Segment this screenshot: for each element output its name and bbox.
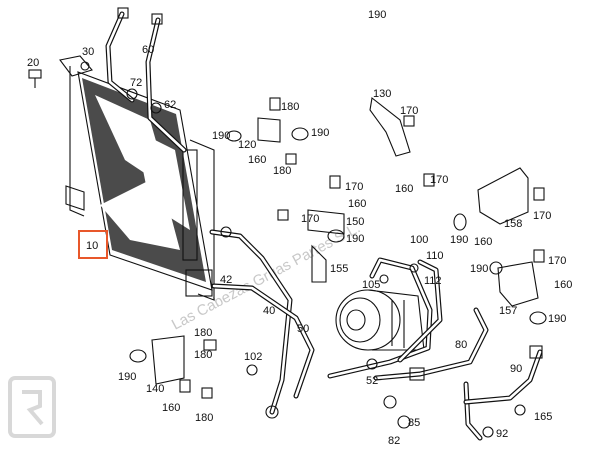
label-180-a: 180 <box>281 101 299 113</box>
label-160-d: 160 <box>474 236 492 248</box>
label-190-a: 190 <box>212 130 230 142</box>
label-190-f: 190 <box>548 313 566 325</box>
label-180-b: 180 <box>273 165 291 177</box>
label-165: 165 <box>534 411 552 423</box>
bracket-130 <box>369 96 411 157</box>
pipe-40-50 <box>209 226 315 419</box>
label-112: 112 <box>424 275 442 287</box>
o-ring-72 <box>126 88 138 100</box>
bracket-140 <box>151 335 185 385</box>
label-158: 158 <box>504 218 522 230</box>
label-160-f: 160 <box>162 402 180 414</box>
o-ring-62 <box>150 102 162 114</box>
label-170-f: 170 <box>430 174 448 186</box>
label-190-e: 190 <box>470 263 488 275</box>
label-30: 30 <box>82 46 94 58</box>
label-110: 110 <box>426 250 444 262</box>
label-150: 150 <box>346 216 364 228</box>
label-102: 102 <box>244 351 262 363</box>
label-155: 155 <box>330 263 348 275</box>
label-100: 100 <box>410 234 428 246</box>
label-160-e: 160 <box>554 279 572 291</box>
bracket-158 <box>477 167 529 225</box>
label-90: 90 <box>510 363 522 375</box>
label-157: 157 <box>499 305 517 317</box>
label-52: 52 <box>366 375 378 387</box>
label-180-d: 180 <box>194 349 212 361</box>
label-190-c: 190 <box>346 233 364 245</box>
label-170-b: 170 <box>345 181 363 193</box>
label-50: 50 <box>297 323 309 335</box>
label-190-h: 190 <box>368 9 386 21</box>
hardware <box>129 97 547 438</box>
washer-30 <box>80 61 90 71</box>
bracket-120 <box>257 117 281 143</box>
bolt-20 <box>28 69 42 88</box>
label-20: 20 <box>27 57 39 69</box>
bracket-157 <box>497 261 539 307</box>
label-120: 120 <box>238 139 256 151</box>
label-72: 72 <box>130 77 142 89</box>
label-60: 60 <box>142 44 154 56</box>
compressor <box>335 289 425 351</box>
pipe-80-90 <box>373 307 543 441</box>
label-130: 130 <box>373 88 391 100</box>
label-10: 10 <box>86 240 98 252</box>
bracket-155 <box>311 244 327 283</box>
label-82: 82 <box>388 435 400 447</box>
highlight-box-10 <box>78 230 108 259</box>
label-85: 85 <box>408 417 420 429</box>
condenser-radiator <box>59 55 215 301</box>
label-170-a: 170 <box>400 105 418 117</box>
hose-100-110 <box>327 257 443 379</box>
label-180-c: 180 <box>194 327 212 339</box>
label-190-g: 190 <box>118 371 136 383</box>
label-170-c: 170 <box>301 213 319 225</box>
label-40: 40 <box>263 305 275 317</box>
label-105: 105 <box>362 279 380 291</box>
label-170-e: 170 <box>548 255 566 267</box>
label-160-b: 160 <box>348 198 366 210</box>
label-62: 62 <box>164 99 176 111</box>
label-190-d: 190 <box>450 234 468 246</box>
label-170-d: 170 <box>533 210 551 222</box>
watermark-logo <box>8 376 56 438</box>
label-190-b: 190 <box>311 127 329 139</box>
label-160-a: 160 <box>248 154 266 166</box>
label-80: 80 <box>455 339 467 351</box>
label-160-c: 160 <box>395 183 413 195</box>
label-42: 42 <box>220 274 232 286</box>
label-180-e: 180 <box>195 412 213 424</box>
label-92: 92 <box>496 428 508 440</box>
label-140: 140 <box>146 383 164 395</box>
pipe-60 <box>105 7 187 153</box>
